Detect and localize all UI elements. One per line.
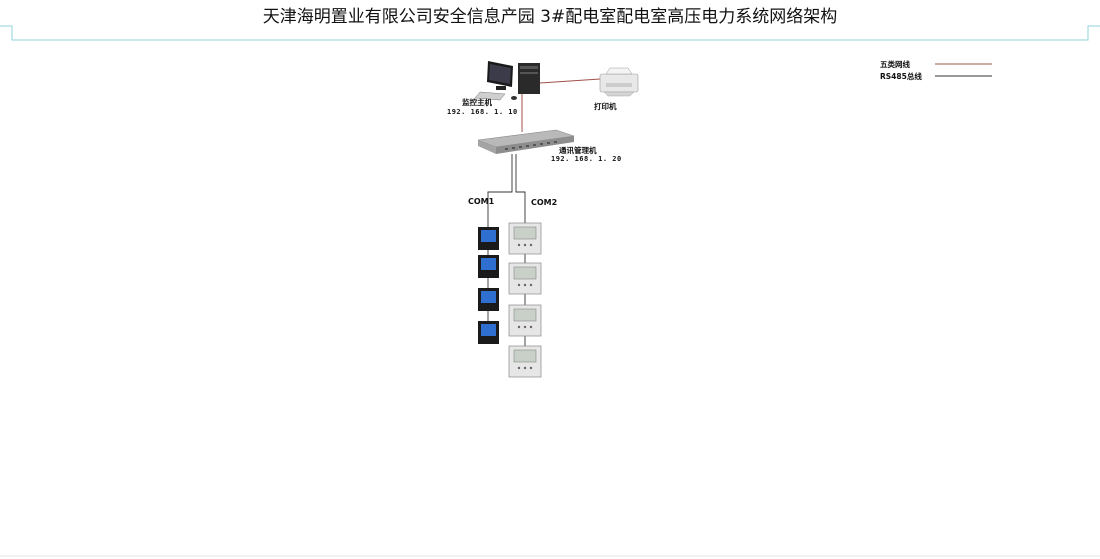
meter-device[interactable] — [478, 255, 499, 278]
computer-icon[interactable] — [474, 61, 540, 101]
ethernet-links — [521, 78, 601, 132]
host-label: 监控主机 — [462, 98, 492, 107]
gateway-ip: 192. 168. 1. 20 — [551, 155, 622, 163]
meter-device[interactable] — [478, 321, 499, 344]
gateway-icon[interactable] — [477, 129, 575, 154]
meter-device[interactable] — [478, 227, 499, 250]
relay-device[interactable] — [508, 262, 542, 295]
legend-ethernet-label: 五类网线 — [880, 60, 910, 69]
com2-label: COM2 — [531, 198, 558, 207]
com1-devices — [478, 227, 499, 344]
printer-label: 打印机 — [594, 102, 617, 111]
com1-label: COM1 — [468, 197, 495, 206]
gateway-label: 通讯管理机 — [559, 146, 597, 155]
meter-device[interactable] — [478, 288, 499, 311]
legend-rs485-label: RS485总线 — [880, 72, 922, 81]
header-frame — [0, 25, 1100, 557]
relay-device[interactable] — [508, 304, 542, 337]
com2-devices — [508, 222, 542, 378]
host-ip: 192. 168. 1. 10 — [447, 108, 518, 116]
relay-device[interactable] — [508, 222, 542, 255]
relay-device[interactable] — [508, 345, 542, 378]
page-title: 天津海明置业有限公司安全信息产园 3#配电室配电室高压电力系统网络架构 — [262, 7, 838, 27]
printer-icon[interactable] — [599, 67, 639, 97]
